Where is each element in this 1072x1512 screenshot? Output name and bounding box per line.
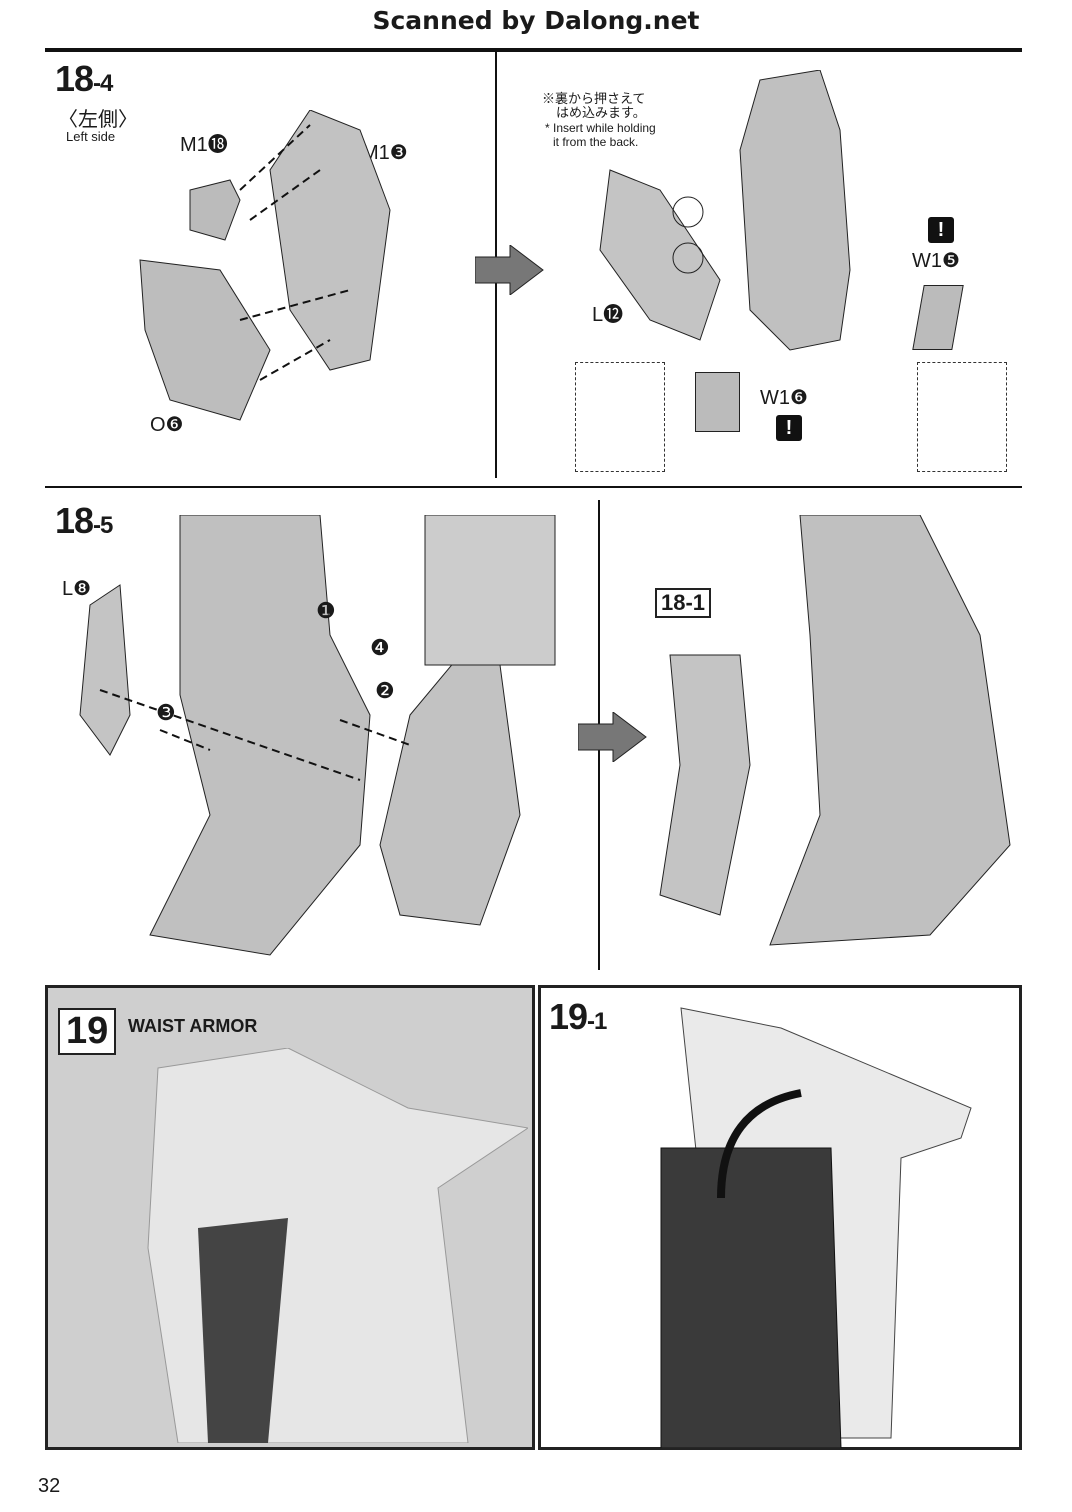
step-19-panel: 19 WAIST ARMOR [45, 985, 535, 1450]
part-label: O❻ [150, 414, 184, 436]
side-en: Left side [66, 129, 116, 144]
ref-step-badge: 18-1 [655, 588, 712, 618]
note-jp: ※裏から押さえてはめ込みます。 [542, 91, 646, 120]
part-w1-5 [912, 285, 964, 350]
step-19-badge: 19 [58, 1008, 117, 1055]
order-1: ❶ [316, 598, 336, 623]
leg-assembly-illustration [79, 515, 556, 956]
part-label: L❽ [62, 578, 92, 600]
step-19-title: WAIST ARMOR [128, 1016, 258, 1036]
step-18-5-heading: 18-5 [55, 500, 113, 541]
order-3: ❸ [156, 700, 176, 725]
parts-illustration [139, 110, 391, 421]
waist-armor-photo [147, 1048, 528, 1443]
warning-icon: ! [776, 415, 802, 441]
part-label: L⓬ [592, 304, 624, 326]
part-label: W1❺ [912, 250, 960, 272]
waist-armor-illustration [660, 1007, 972, 1448]
detail-box [917, 362, 1007, 472]
detail-box [575, 362, 665, 472]
warning-icon: ! [928, 217, 954, 243]
part-label: M1❸ [362, 142, 408, 164]
top-rule [45, 48, 1022, 52]
order-2: ❷ [375, 678, 395, 703]
leg-armor-illustration [599, 70, 851, 351]
arrow-icon [578, 712, 647, 762]
leg-result-illustration [659, 515, 1011, 946]
order-4: ❹ [370, 635, 390, 660]
side-jp: 〈左側〉 [58, 109, 138, 131]
part-label: M1⓲ [180, 134, 228, 156]
step-19-1-panel: 19-1 [538, 985, 1022, 1450]
step-19-1-heading: 19-1 [549, 996, 607, 1037]
part-label: W1❻ [760, 387, 808, 409]
scan-credit: Scanned by Dalong.net [372, 6, 700, 35]
page-number: 32 [38, 1475, 61, 1497]
part-w1-6 [695, 372, 740, 432]
divider [45, 486, 1022, 488]
step-18-4-heading: 18-4 [55, 58, 113, 99]
arrow-icon [475, 245, 544, 295]
